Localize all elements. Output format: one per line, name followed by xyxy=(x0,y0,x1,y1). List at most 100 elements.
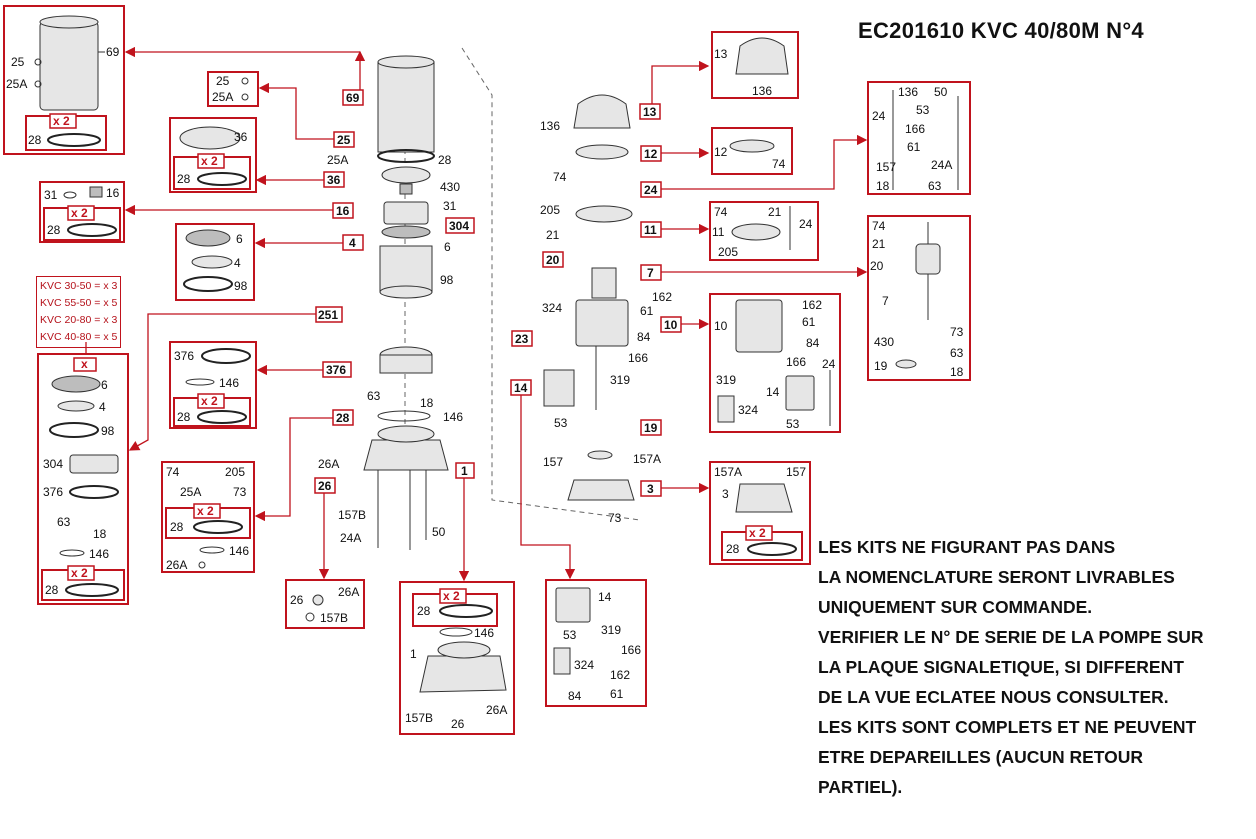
label-18: 18 xyxy=(420,396,434,410)
label-205: 205 xyxy=(540,203,560,217)
label-25a: 25A xyxy=(180,485,201,499)
callout-25-label: 25 xyxy=(337,133,351,147)
label-157: 157 xyxy=(876,160,896,174)
label-24a: 24A xyxy=(340,531,361,545)
kit-multi-stage[interactable]: x 6 4 98 304 376 63 18 146 x 2 28 xyxy=(37,353,129,605)
label-69: 69 xyxy=(106,45,120,59)
label-304: 304 xyxy=(43,457,63,471)
x-badge: x xyxy=(81,357,88,371)
callout-26[interactable] xyxy=(314,477,336,494)
label-162: 162 xyxy=(802,298,822,312)
callout-16-label: 16 xyxy=(336,204,350,218)
label-166: 166 xyxy=(621,643,641,657)
callout-69[interactable] xyxy=(342,89,364,106)
kit-3[interactable]: 157A 157 3 x 2 28 xyxy=(709,461,811,565)
kit-notice: LES KITS NE FIGURANT PAS DANS LA NOMENCL… xyxy=(818,532,1248,802)
label-31: 31 xyxy=(443,199,457,213)
callout-11[interactable] xyxy=(640,221,662,238)
callout-12[interactable] xyxy=(640,145,662,162)
label-205: 205 xyxy=(718,245,738,259)
label-146: 146 xyxy=(89,547,109,561)
label-74: 74 xyxy=(166,465,180,479)
callout-13[interactable] xyxy=(639,103,661,120)
label-7: 7 xyxy=(882,294,889,308)
left-callouts: 69 25 36 16 304 4 251 376 28 1 26 xyxy=(85,46,475,582)
callout-3[interactable] xyxy=(640,480,662,497)
label-18: 18 xyxy=(950,365,964,379)
callout-7[interactable] xyxy=(640,264,662,281)
callout-11-label: 11 xyxy=(644,223,657,237)
callout-251[interactable] xyxy=(315,306,343,323)
label-319: 319 xyxy=(601,623,621,637)
callout-23[interactable] xyxy=(511,330,533,347)
kit-376[interactable]: 376 146 x 2 28 xyxy=(169,341,257,429)
callout-19[interactable] xyxy=(640,419,662,436)
label-16: 16 xyxy=(106,186,120,200)
label-430: 430 xyxy=(440,180,460,194)
label-28: 28 xyxy=(177,172,191,186)
label-6: 6 xyxy=(444,240,451,254)
label-430: 430 xyxy=(874,335,894,349)
label-12: 12 xyxy=(714,145,728,159)
pump-assembly-left: 25A 28 430 31 6 98 63 18 146 26A 157B 24… xyxy=(318,55,463,550)
label-10: 10 xyxy=(714,319,728,333)
label-25: 25 xyxy=(216,74,230,88)
notice-line: LA NOMENCLATURE SERONT LIVRABLES xyxy=(818,567,1175,587)
x2-badge: x 2 xyxy=(53,114,70,128)
kit-25[interactable]: 25 25A xyxy=(207,71,259,107)
label-136: 136 xyxy=(540,119,560,133)
kit-69[interactable]: 25 25A 69 x 2 28 xyxy=(3,5,125,155)
callout-36[interactable] xyxy=(323,171,345,188)
kit-13[interactable]: 13 136 xyxy=(711,31,799,99)
kit-26[interactable]: 26 26A 157B xyxy=(285,579,365,629)
kit-10[interactable]: 162 10 61 84 166 24 319 14 324 53 xyxy=(709,293,841,433)
label-28: 28 xyxy=(438,153,452,167)
label-11: 11 xyxy=(712,225,725,239)
label-21: 21 xyxy=(872,237,886,251)
label-53: 53 xyxy=(563,628,577,642)
callout-24[interactable] xyxy=(640,181,662,198)
label-21: 21 xyxy=(768,205,782,219)
label-146: 146 xyxy=(229,544,249,558)
kit-24[interactable]: 136 50 24 53 166 61 157 24A 18 63 xyxy=(867,81,971,195)
label-74: 74 xyxy=(872,219,886,233)
callout-20[interactable] xyxy=(542,251,564,268)
label-63: 63 xyxy=(950,346,964,360)
label-73: 73 xyxy=(608,511,622,525)
kit-12[interactable]: 12 74 xyxy=(711,127,793,175)
callout-304[interactable] xyxy=(445,217,475,234)
kit-4[interactable]: 6 4 98 xyxy=(175,223,255,301)
label-63: 63 xyxy=(57,515,71,529)
kit-16[interactable]: 31 16 x 2 28 xyxy=(39,181,125,243)
callout-10[interactable] xyxy=(660,316,682,333)
kit-14[interactable]: 14 53 319 166 324 162 84 61 xyxy=(545,579,647,707)
x2-badge: x 2 xyxy=(71,566,88,580)
label-28: 28 xyxy=(170,520,184,534)
label-53: 53 xyxy=(786,417,800,431)
callout-3-label: 3 xyxy=(647,482,654,496)
label-166: 166 xyxy=(628,351,648,365)
callout-376[interactable] xyxy=(322,361,352,378)
kit-28[interactable]: 74 205 25A 73 x 2 28 146 26A xyxy=(161,461,255,573)
kit-7[interactable]: 74 21 20 7 430 73 63 19 18 xyxy=(867,215,971,381)
label-26a: 26A xyxy=(338,585,359,599)
callout-1[interactable] xyxy=(455,462,475,479)
callout-69-label: 69 xyxy=(346,91,360,105)
notice-line: LA PLAQUE SIGNALETIQUE, SI DIFFERENT xyxy=(818,657,1184,677)
kit-11[interactable]: 74 21 11 24 205 xyxy=(709,201,819,261)
callout-25[interactable] xyxy=(333,131,355,148)
callout-4[interactable] xyxy=(342,234,364,251)
kit-1[interactable]: x 2 28 146 1 157B 26 26A xyxy=(399,581,515,735)
callout-251-label: 251 xyxy=(318,308,338,322)
label-21: 21 xyxy=(546,228,560,242)
callout-14[interactable] xyxy=(510,379,532,396)
notice-line: DE LA VUE ECLATEE NOUS CONSULTER. xyxy=(818,687,1169,707)
right-callouts: 13 12 24 11 20 7 10 23 14 19 3 xyxy=(510,60,868,580)
kit-36[interactable]: 36 x 2 28 xyxy=(169,117,257,193)
label-74: 74 xyxy=(553,170,567,184)
notice-line: LES KITS SONT COMPLETS ET NE PEUVENT xyxy=(818,717,1197,737)
callout-16[interactable] xyxy=(332,202,354,219)
callout-28[interactable] xyxy=(332,409,354,426)
callout-19-label: 19 xyxy=(644,421,658,435)
